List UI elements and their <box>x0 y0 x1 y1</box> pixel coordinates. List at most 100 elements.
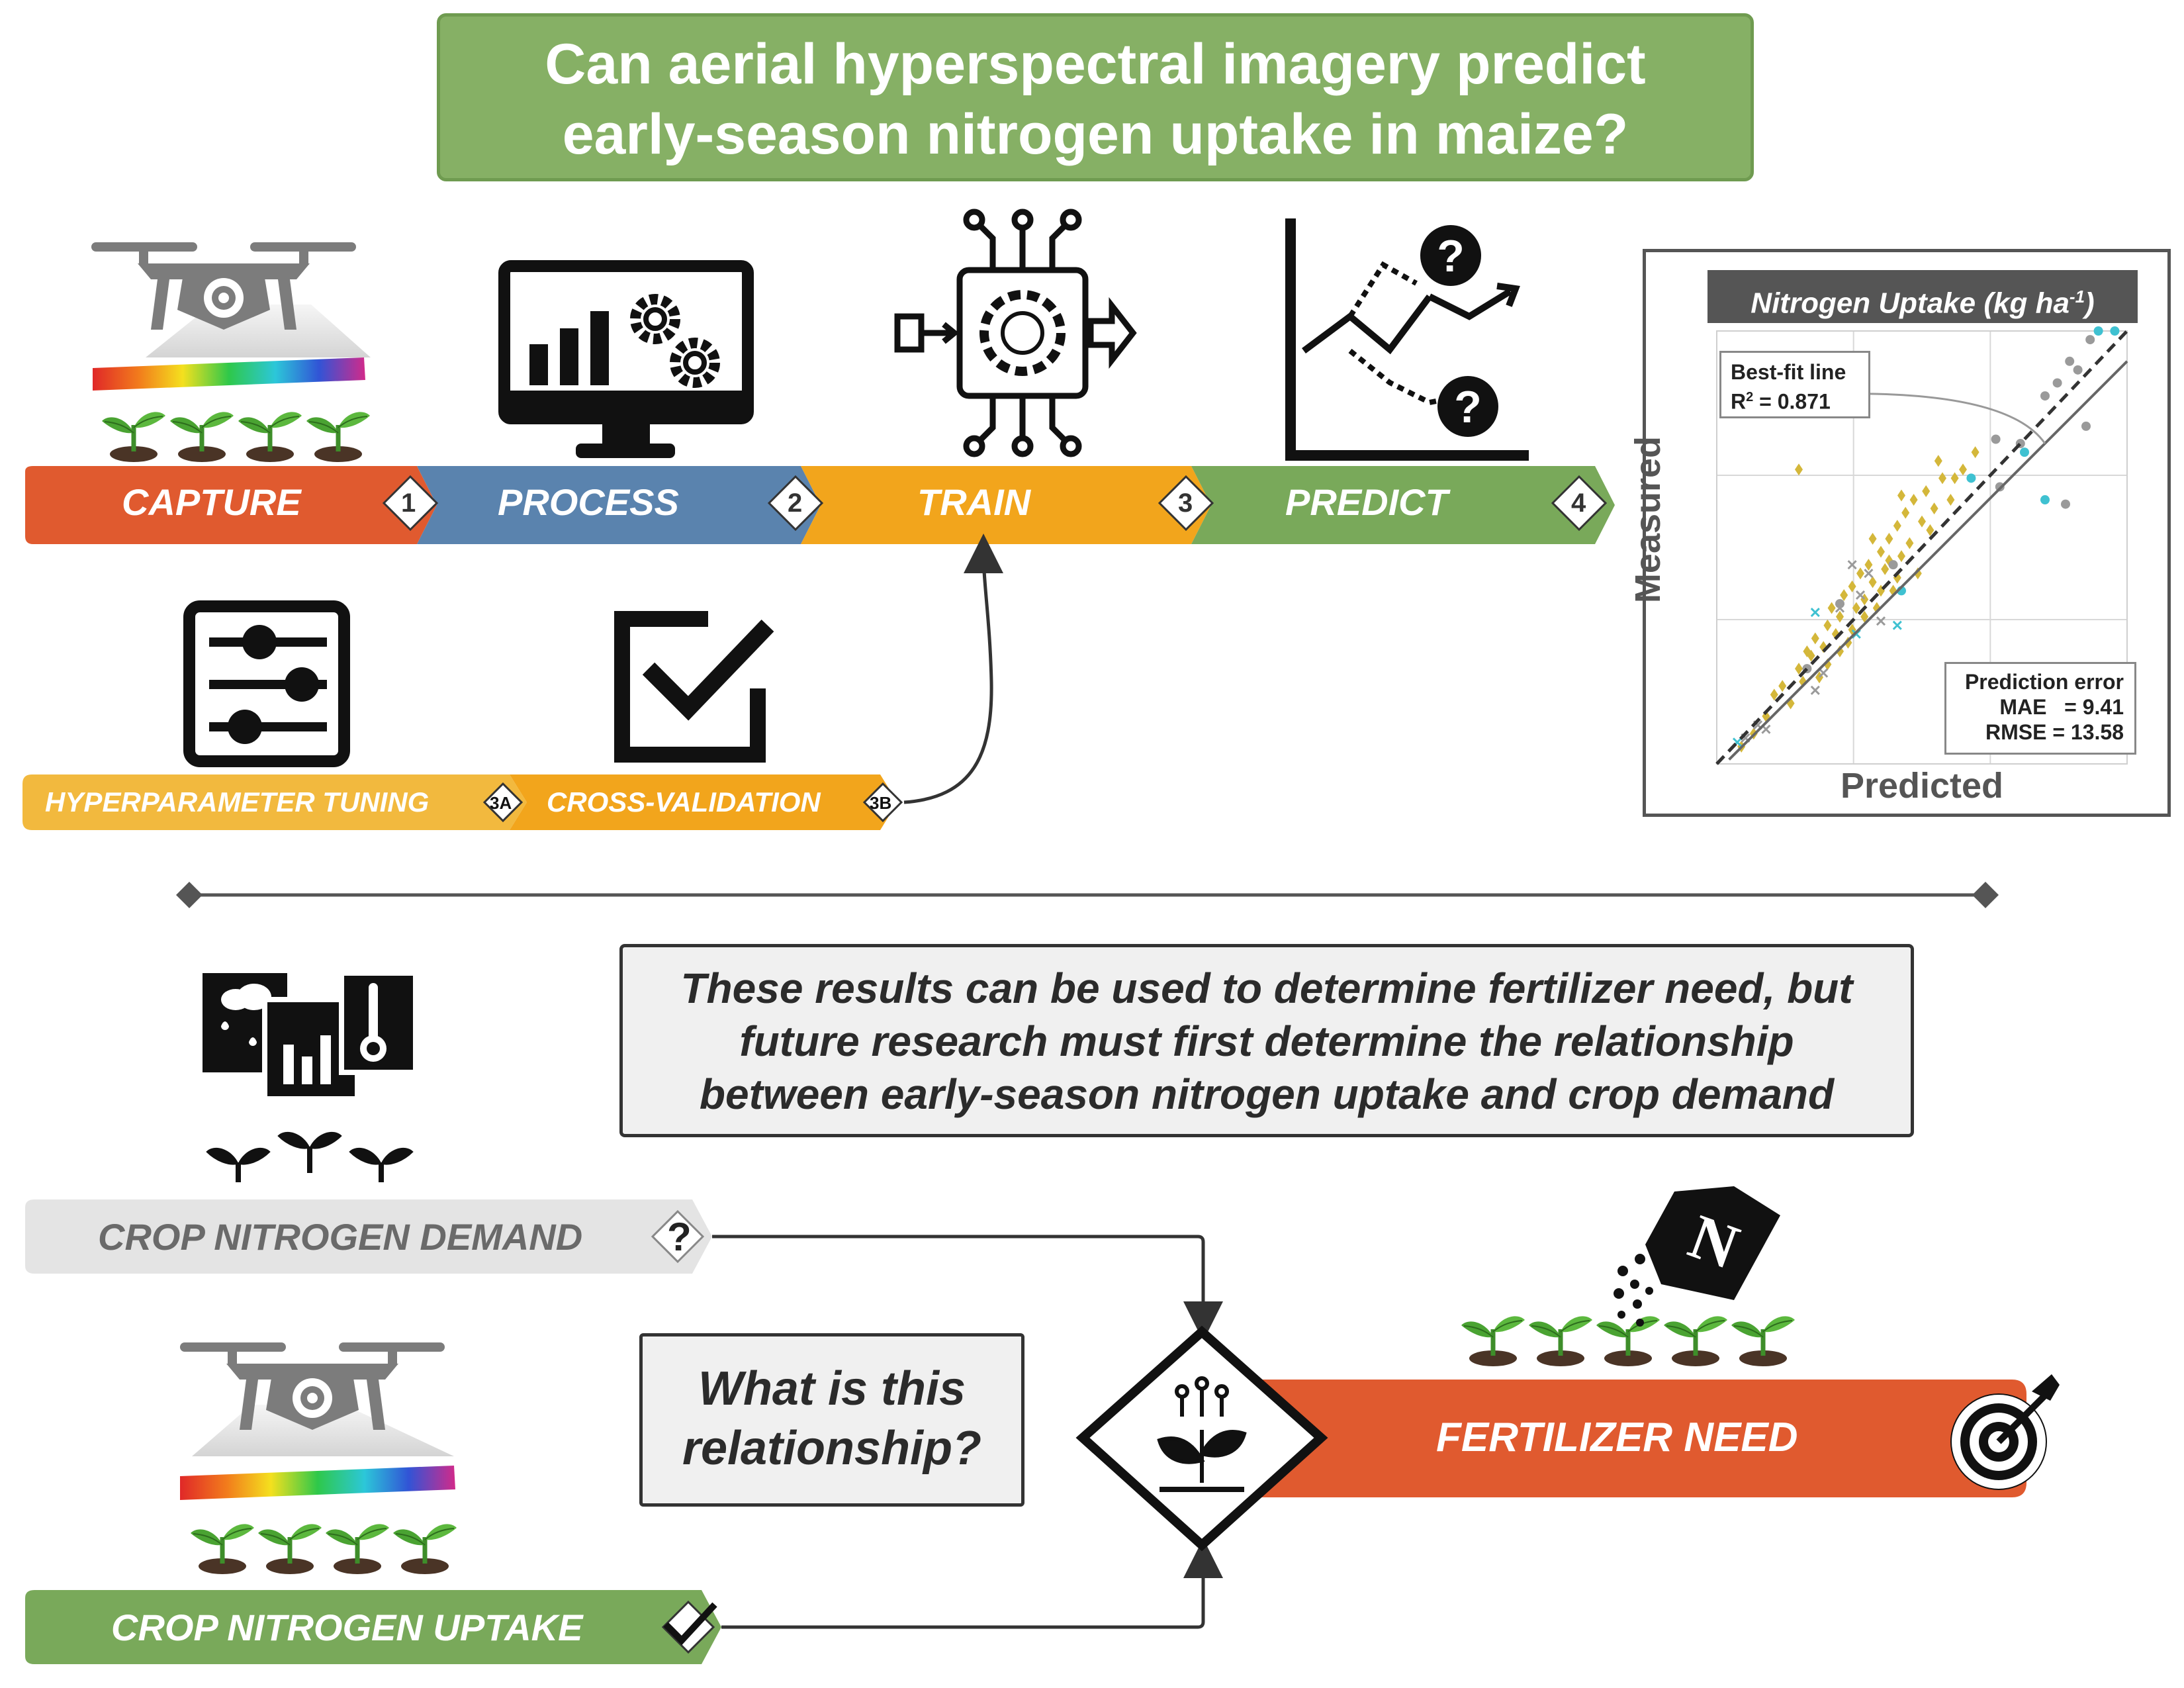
data-point-diamond <box>1897 550 1905 563</box>
data-point-diamond <box>1905 537 1914 549</box>
train-segment <box>801 466 1211 544</box>
data-point-diamond <box>1971 446 1979 459</box>
data-point-diamond <box>1823 658 1832 671</box>
demand-label: CROP NITROGEN DEMAND <box>98 1216 583 1258</box>
data-point-circle <box>2085 335 2095 345</box>
rmse-value: RMSE = 13.58 <box>1985 720 2124 744</box>
uptake-label: CROP NITROGEN UPTAKE <box>111 1607 583 1648</box>
data-point-diamond <box>1852 602 1860 614</box>
sliders-icon <box>183 600 350 767</box>
checkbox-icon <box>614 611 774 763</box>
data-point-diamond <box>1872 602 1881 614</box>
data-point-diamond <box>1811 632 1819 645</box>
uptake-drone-icon <box>180 1342 455 1500</box>
data-point-diamond <box>1827 602 1836 614</box>
data-point-diamond <box>1868 576 1877 588</box>
data-point-diamond <box>1868 532 1877 545</box>
data-point-diamond <box>1938 472 1946 485</box>
chart-title-sup: -1 <box>2069 287 2085 306</box>
data-point-diamond <box>1885 532 1893 545</box>
fertilizer-label: FERTILIZER NEED <box>1436 1415 1798 1460</box>
data-point-x <box>1876 616 1886 626</box>
data-point-diamond <box>1823 619 1832 632</box>
error-title: Prediction error <box>1964 670 2124 694</box>
step-number-3: 3 <box>1178 489 1193 518</box>
r2-text: R2 = 0.871 <box>1731 389 1831 414</box>
step-label-capture: CAPTURE <box>122 481 301 523</box>
data-point-diamond <box>1848 580 1856 592</box>
monitor-chart-gear-icon <box>498 260 754 458</box>
data-point-diamond <box>1795 463 1803 476</box>
scatter-plot <box>1715 326 2128 765</box>
data-point-diamond <box>1918 515 1926 528</box>
smart-plant-icon <box>1157 1376 1247 1492</box>
demand-question-mark: ? <box>667 1215 692 1259</box>
svg-text:?: ? <box>1437 231 1465 281</box>
uptake-bar <box>25 1590 721 1664</box>
data-point-diamond <box>1840 588 1848 601</box>
step-number-2: 2 <box>788 489 803 518</box>
chart-xlabel: Predicted <box>1840 766 2004 806</box>
svg-text:?: ? <box>1454 382 1482 432</box>
data-point-circle <box>1991 434 2001 444</box>
data-point-diamond <box>1778 680 1787 692</box>
data-point-circle <box>2093 326 2103 336</box>
chart-title-bar: Nitrogen Uptake (kg ha-1) <box>1707 270 2138 323</box>
data-point-diamond <box>1909 494 1918 506</box>
data-point-diamond <box>1848 624 1856 636</box>
data-point-diamond <box>1856 567 1864 580</box>
conclusion-line-1: These results can be used to determine f… <box>680 964 1853 1012</box>
title-line-2: early-season nitrogen uptake in maize? <box>562 103 1629 166</box>
substep-number-3a: 3A <box>490 793 512 813</box>
fertilizer-bag-icon <box>1614 1186 1780 1327</box>
conclusion-line-2: future research must first determine the… <box>739 1017 1794 1065</box>
data-point-diamond <box>1959 463 1967 476</box>
data-point-circle <box>2065 356 2075 366</box>
data-point-circle <box>1888 560 1898 570</box>
data-point-circle <box>2061 499 2070 509</box>
step-label-predict: PREDICT <box>1285 481 1448 523</box>
data-point-circle <box>2040 391 2050 401</box>
section-divider <box>176 882 1999 908</box>
capture-drone-icon <box>91 242 371 391</box>
data-point-diamond <box>1930 502 1938 515</box>
step-number-4: 4 <box>1571 489 1586 518</box>
step-label-process: PROCESS <box>498 481 679 523</box>
question-line-2: relationship? <box>682 1422 982 1475</box>
data-point-x <box>1892 620 1902 630</box>
bestfit-leader <box>1868 393 2046 444</box>
check-mark-icon <box>663 1602 717 1646</box>
data-point-diamond <box>1860 610 1869 623</box>
demand-bar <box>25 1199 712 1274</box>
uptake-sprouts-icon <box>191 1524 457 1574</box>
title-line-1: Can aerial hyperspectral imagery predict <box>545 32 1646 96</box>
substep-bar <box>23 774 903 830</box>
crossval-to-train-arrow <box>903 534 1004 804</box>
bestfit-label: Best-fit line <box>1731 360 1846 384</box>
data-point-diamond <box>1831 628 1840 640</box>
data-point-circle <box>2081 421 2091 431</box>
data-point-diamond <box>1950 472 1959 485</box>
conclusion-line-3: between early-season nitrogen uptake and… <box>699 1070 1835 1118</box>
chart-title-main: Nitrogen Uptake (kg ha <box>1751 287 2070 320</box>
data-point-x <box>1810 685 1820 695</box>
substep-label-crossval: CROSS-VALIDATION <box>547 786 821 818</box>
data-point-diamond <box>1803 645 1811 657</box>
substep-number-3b: 3B <box>870 793 892 813</box>
data-point-diamond <box>1922 485 1931 497</box>
data-point-circle <box>2020 447 2029 457</box>
data-point-circle <box>1835 599 1844 609</box>
data-point-diamond <box>1934 455 1942 467</box>
data-point-diamond <box>1877 545 1885 558</box>
data-point-circle <box>2052 378 2062 388</box>
conclusion-box: These results can be used to determine f… <box>619 944 1914 1137</box>
data-point-diamond <box>1770 688 1778 701</box>
uptake-connector <box>721 1538 1223 1629</box>
data-point-diamond <box>1913 567 1922 580</box>
data-point-diamond <box>1901 506 1910 519</box>
data-point-diamond <box>1795 663 1803 675</box>
error-box: Prediction error MAE = 9.41 RMSE = 13.58 <box>1944 662 2136 755</box>
data-point-diamond <box>1860 593 1869 606</box>
substep-label-hyperparameter: HYPERPARAMETER TUNING <box>45 786 430 818</box>
